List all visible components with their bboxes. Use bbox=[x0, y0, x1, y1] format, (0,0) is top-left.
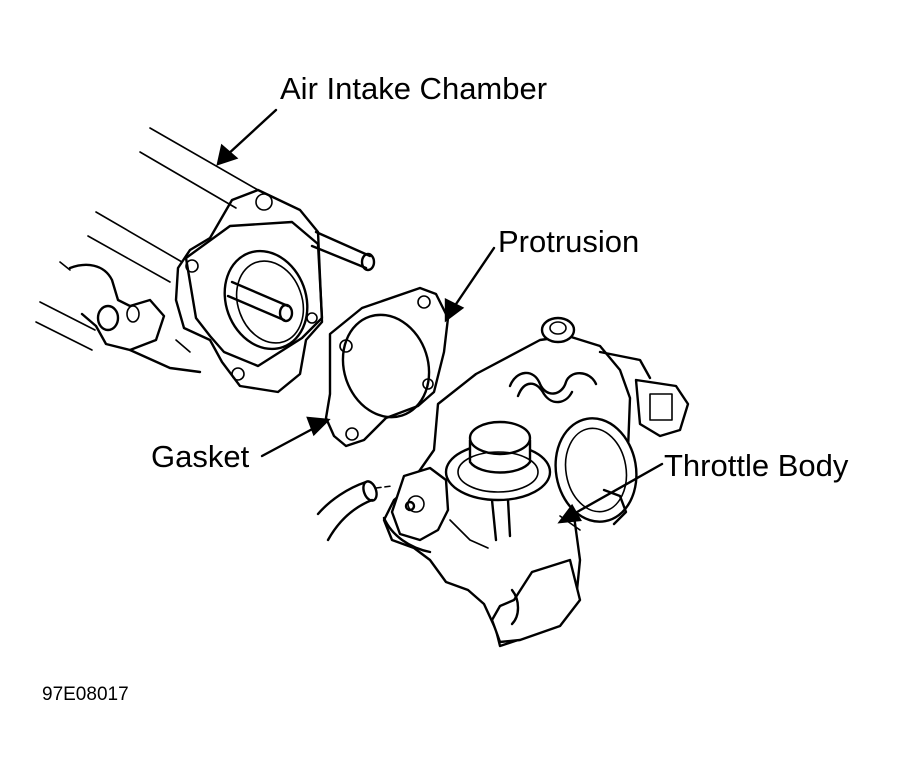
figure-id: 97E08017 bbox=[42, 684, 129, 705]
air-intake-chamber-drawing bbox=[35, 127, 376, 394]
throttle-body-drawing bbox=[316, 316, 690, 648]
throttle-body-leader bbox=[557, 462, 664, 524]
throttle-body-label: Throttle Body bbox=[664, 448, 849, 483]
protrusion-leader bbox=[444, 246, 496, 323]
protrusion-label: Protrusion bbox=[498, 224, 639, 259]
gasket-label: Gasket bbox=[151, 439, 250, 474]
air-intake-chamber-label: Air Intake Chamber bbox=[280, 71, 547, 106]
gasket-leader bbox=[260, 416, 331, 458]
gasket-drawing bbox=[324, 286, 450, 448]
air-intake-chamber-leader bbox=[216, 108, 278, 166]
